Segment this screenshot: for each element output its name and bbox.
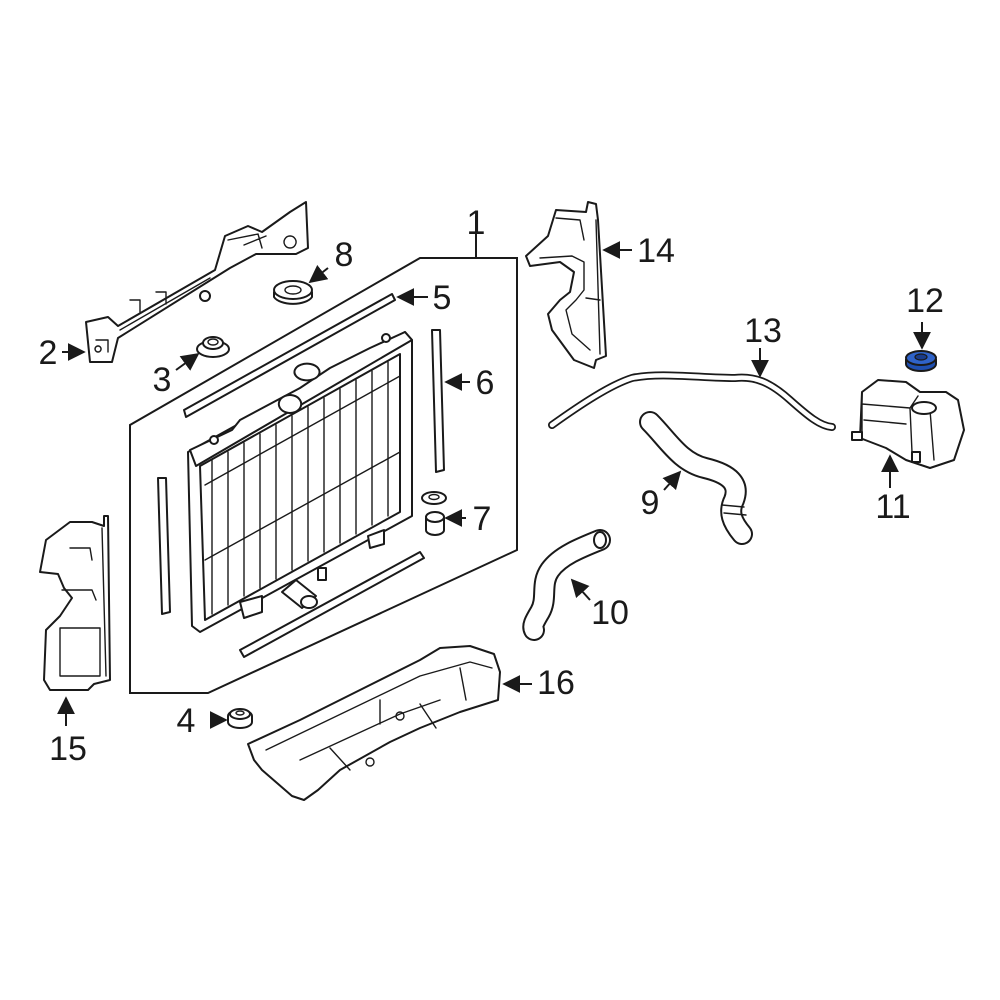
part-4-grommet[interactable]	[227, 708, 253, 729]
lower-seal	[239, 551, 425, 658]
callout-3[interactable]: 3	[153, 361, 172, 399]
part-3-grommet[interactable]	[196, 336, 230, 358]
callout-10[interactable]: 10	[591, 594, 629, 632]
part-6-side-seal[interactable]	[431, 329, 445, 473]
part-12-reservoir-cap[interactable]	[905, 350, 937, 372]
part-2-upper-support[interactable]	[85, 201, 309, 363]
callout-13[interactable]: 13	[744, 312, 782, 350]
callout-2[interactable]: 2	[39, 334, 58, 372]
radiator-assembly-bracket	[129, 242, 518, 694]
left-side-seal	[157, 477, 171, 615]
part-13-reservoir-hose[interactable]	[548, 371, 836, 431]
callout-5[interactable]: 5	[433, 279, 452, 317]
radiator-core[interactable]	[187, 331, 413, 633]
part-5-upper-seal[interactable]	[183, 293, 396, 418]
part-8-radiator-cap[interactable]	[273, 280, 313, 305]
part-10-lower-hose[interactable]	[522, 529, 611, 641]
callout-14[interactable]: 14	[637, 232, 675, 270]
part-15-air-guide[interactable]	[39, 515, 111, 691]
part-11-reservoir[interactable]	[851, 379, 965, 469]
callout-16[interactable]: 16	[537, 664, 575, 702]
part-14-air-guide[interactable]	[525, 201, 607, 369]
part-16-lower-guide[interactable]	[247, 645, 501, 801]
callout-8[interactable]: 8	[335, 236, 354, 274]
callout-6[interactable]: 6	[476, 364, 495, 402]
callout-9[interactable]: 9	[641, 484, 660, 522]
callout-4[interactable]: 4	[177, 702, 196, 740]
callout-12[interactable]: 12	[906, 282, 944, 320]
part-7-drain-plug[interactable]	[421, 491, 447, 536]
callout-11[interactable]: 11	[875, 488, 910, 526]
callout-15[interactable]: 15	[49, 730, 87, 768]
callout-leaders	[57, 216, 931, 729]
callout-labels: 1 2 3 4 5 6 7 8 9 10 11 12 13 14 15 16	[39, 204, 944, 768]
part-9-upper-hose[interactable]	[639, 411, 753, 545]
callout-7[interactable]: 7	[473, 500, 492, 538]
callout-1[interactable]: 1	[467, 204, 486, 242]
